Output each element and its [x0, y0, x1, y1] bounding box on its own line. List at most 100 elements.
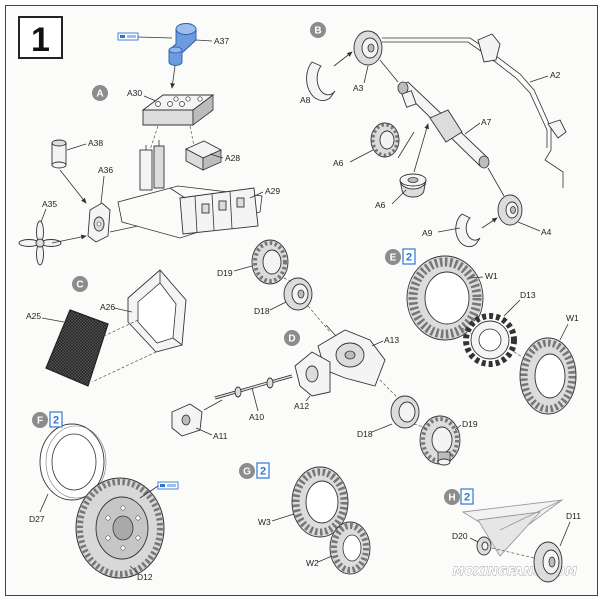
- part-d18-lower-drawing: [390, 395, 420, 429]
- part-a3-drawing: [353, 30, 383, 66]
- callout-d: D: [284, 330, 300, 346]
- label-a35: A35: [42, 199, 57, 209]
- step-number-box: 1: [18, 16, 63, 59]
- label-w1-left: W1: [485, 271, 498, 281]
- callout-d-letter: D: [288, 334, 295, 345]
- section-f-wheel: [39, 423, 179, 579]
- part-d12-drawing: [75, 477, 165, 579]
- callout-h: H 2: [444, 488, 474, 505]
- part-a12-drawing: [294, 351, 331, 397]
- paint-code-icon: [117, 32, 139, 41]
- label-a3: A3: [353, 83, 364, 93]
- section-d-rear-axle: [171, 239, 462, 466]
- section-b-axle: [306, 30, 567, 248]
- part-labels: A37 A30 A38 A36 A35 A28 A29 A8 A3 A2 A7 …: [26, 36, 581, 582]
- part-w1-left-drawing: [406, 255, 484, 341]
- part-d20-drawing: [476, 536, 492, 556]
- part-a37-drawing: [168, 23, 197, 66]
- label-w2: W2: [306, 558, 319, 568]
- part-d27-drawing: [39, 423, 107, 501]
- part-a6-lower-drawing: [399, 173, 427, 198]
- label-d20: D20: [452, 531, 468, 541]
- part-a8-drawing: [306, 61, 336, 101]
- section-c-grille: [41, 269, 187, 387]
- callout-g-letter: G: [243, 467, 251, 478]
- label-a30: A30: [127, 88, 142, 98]
- label-a6-upper: A6: [333, 158, 344, 168]
- label-d18-lower: D18: [357, 429, 373, 439]
- label-w3: W3: [258, 517, 271, 527]
- part-d13-drawing: [463, 313, 517, 367]
- callout-a: A: [92, 85, 108, 101]
- part-a13-drawing: [317, 324, 386, 387]
- callout-c: C: [72, 276, 88, 292]
- paint-code-icon: [157, 481, 179, 490]
- label-d19-upper: D19: [217, 268, 233, 278]
- label-d27: D27: [29, 514, 45, 524]
- part-engine-block-drawing: [139, 140, 165, 191]
- part-d19-lower-drawing: [419, 415, 461, 466]
- part-a30-drawing: [141, 94, 215, 126]
- part-a35-drawing: [18, 220, 62, 266]
- section-h-hub: [469, 521, 571, 583]
- part-a38-drawing: [51, 139, 67, 169]
- label-a12: A12: [294, 401, 309, 411]
- label-a28: A28: [225, 153, 240, 163]
- section-g-wheel: [271, 466, 371, 575]
- label-a9: A9: [422, 228, 433, 238]
- part-a2-drawing: [382, 33, 567, 188]
- section-a-engine: [18, 23, 264, 266]
- part-w2-drawing: [329, 521, 371, 575]
- label-a13: A13: [384, 335, 399, 345]
- part-a7-drawing: [397, 81, 490, 169]
- callout-g: G 2: [239, 462, 270, 479]
- callout-c-letter: C: [76, 280, 83, 291]
- callout-f: F 2: [32, 411, 63, 428]
- part-w1-right-drawing: [519, 337, 577, 415]
- callout-e: E 2: [385, 248, 416, 265]
- part-d19-upper-drawing: [251, 239, 289, 285]
- callout-e-letter: E: [390, 253, 397, 264]
- part-a28-drawing: [184, 140, 223, 171]
- part-a11-drawing: [171, 403, 203, 437]
- label-a26: A26: [100, 302, 115, 312]
- part-a26-drawing: [127, 269, 187, 353]
- quantity-e: 2: [406, 252, 412, 264]
- part-a6-upper-drawing: [370, 122, 400, 158]
- part-a36-drawing: [87, 202, 111, 243]
- quantity-f: 2: [53, 415, 59, 427]
- label-a6-lower: A6: [375, 200, 386, 210]
- label-a10: A10: [249, 412, 264, 422]
- label-w1-right: W1: [566, 313, 579, 323]
- step-number: 1: [31, 21, 50, 59]
- label-a7: A7: [481, 117, 492, 127]
- label-a4: A4: [541, 227, 552, 237]
- label-a2: A2: [550, 70, 561, 80]
- part-a29-drawing: [117, 185, 263, 239]
- label-d18-upper: D18: [254, 306, 270, 316]
- callout-h-letter: H: [448, 493, 455, 504]
- callout-f-letter: F: [37, 416, 43, 427]
- paper-plane-icon: [461, 499, 564, 557]
- label-a37: A37: [214, 36, 229, 46]
- callout-a-letter: A: [96, 89, 103, 100]
- label-a38: A38: [88, 138, 103, 148]
- part-a10-drawing: [214, 374, 293, 400]
- part-d11-drawing: [533, 541, 563, 583]
- quantity-g: 2: [260, 466, 266, 478]
- section-e-wheel: [406, 255, 577, 415]
- part-w3-drawing: [291, 466, 349, 538]
- label-d19-lower: D19: [462, 419, 478, 429]
- label-d11: D11: [566, 511, 581, 521]
- part-a25-drawing: [45, 309, 109, 387]
- label-a29: A29: [265, 186, 280, 196]
- part-a4-drawing: [497, 194, 523, 226]
- label-a11: A11: [213, 431, 228, 441]
- label-a25: A25: [26, 311, 41, 321]
- label-a8: A8: [300, 95, 311, 105]
- quantity-h: 2: [464, 492, 470, 504]
- part-d18-upper-drawing: [283, 277, 313, 311]
- label-d12: D12: [137, 572, 153, 582]
- label-a36: A36: [98, 165, 113, 175]
